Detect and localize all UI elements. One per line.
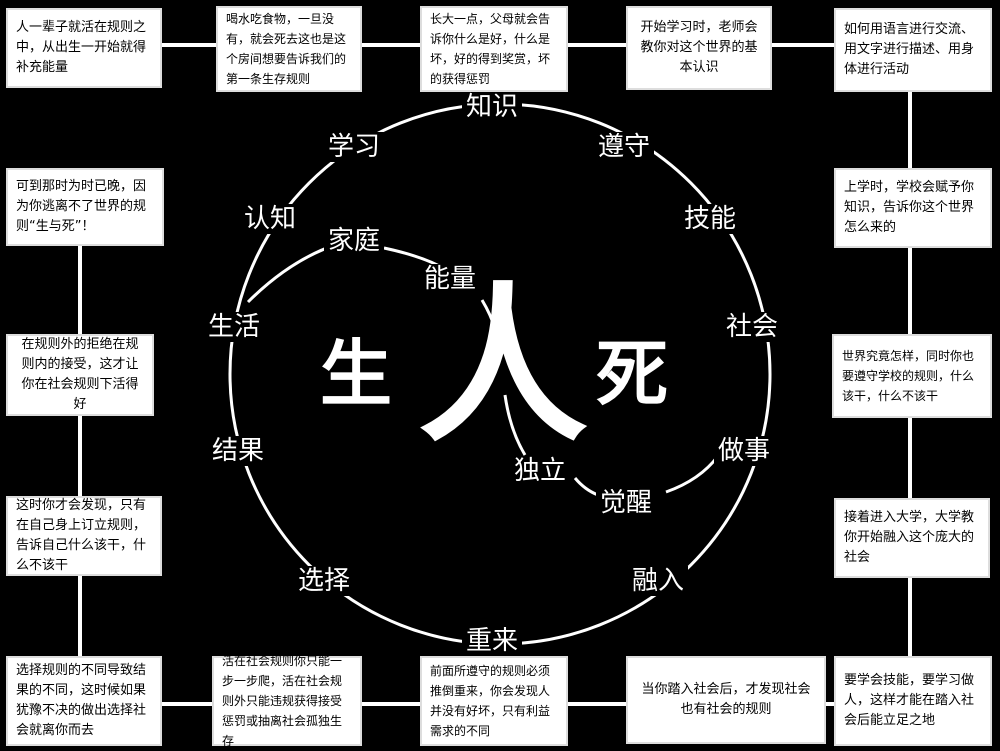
inner-label-jiating: 家庭 [324,226,385,256]
ring-label-xuanze: 选择 [294,566,355,596]
ring-label-zhishi: 知识 [462,92,523,122]
note-box-4: 开始学习时，老师会教你对这个世界的基本认识 [626,6,772,90]
ring-label-xuexi: 学习 [324,132,385,162]
ring-label-jineng: 技能 [680,204,741,234]
note-box-16: 可到那时为时已晚，因为你逃离不了世界的规则“生与死”！ [6,168,164,246]
note-box-12: 活在社会规则你只能一步一步爬，活在社会规则外只能违规获得接受惩罚或抽离社会孤独生… [212,654,362,748]
note-box-6: 上学时，学校会赋予你知识，告诉你这个世界怎么来的 [834,168,992,248]
inner-label-juexing: 觉醒 [596,488,657,518]
note-box-2: 喝水吃食物，一旦没有，就会死去这也是这个房间想要告诉我们的第一条生存规则 [216,6,362,92]
ring-label-renzhi: 认知 [240,204,301,234]
center-si: 死 [596,332,669,416]
ring-label-zunshou: 遵守 [594,132,655,162]
ring-label-shehui: 社会 [722,312,783,342]
center-ren: 人 [418,268,589,466]
inner-label-nengliang: 能量 [420,264,481,294]
note-box-11: 前面所遵守的规则必须推倒重来，你会发现人并没有好坏，只有利益需求的不同 [420,656,568,746]
note-box-7: 世界究竟怎样，同时你也要遵守学校的规则，什么该干，什么不该干 [832,334,992,418]
note-box-14: 这时你才会发现，只有在自己身上订立规则，告诉自己什么该干，什么不该干 [6,496,162,576]
ring-label-jieguo: 结果 [208,436,269,466]
inner-label-duli: 独立 [510,456,571,486]
center-sheng: 生 [320,332,393,416]
ring-label-rongru: 融入 [628,566,689,596]
note-box-1: 人一辈子就活在规则之中，从出生一开始就得补充能量 [6,8,162,88]
note-box-8: 接着进入大学，大学教你开始融入这个庞大的社会 [834,498,990,578]
ring-label-shenghuo: 生活 [204,312,265,342]
note-box-13: 选择规则的不同导致结果的不同，这时候如果犹豫不决的做出选择社会就离你而去 [6,656,162,746]
ring-label-zuoshi: 做事 [714,436,775,466]
note-box-5: 如何用语言进行交流、用文字进行描述、用身体进行活动 [834,8,992,92]
note-box-3: 长大一点，父母就会告诉你什么是好，什么是坏，好的得到奖赏，坏的获得惩罚 [420,6,568,92]
note-box-15: 在规则外的拒绝在规则内的接受，这才让你在社会规则下活得好 [6,334,154,416]
ring-label-chonglai: 重来 [462,626,523,656]
note-box-10: 当你踏入社会后，才发现社会也有社会的规则 [626,656,826,744]
note-box-9: 要学会技能，要学习做人，这样才能在踏入社会后能立足之地 [834,656,992,746]
